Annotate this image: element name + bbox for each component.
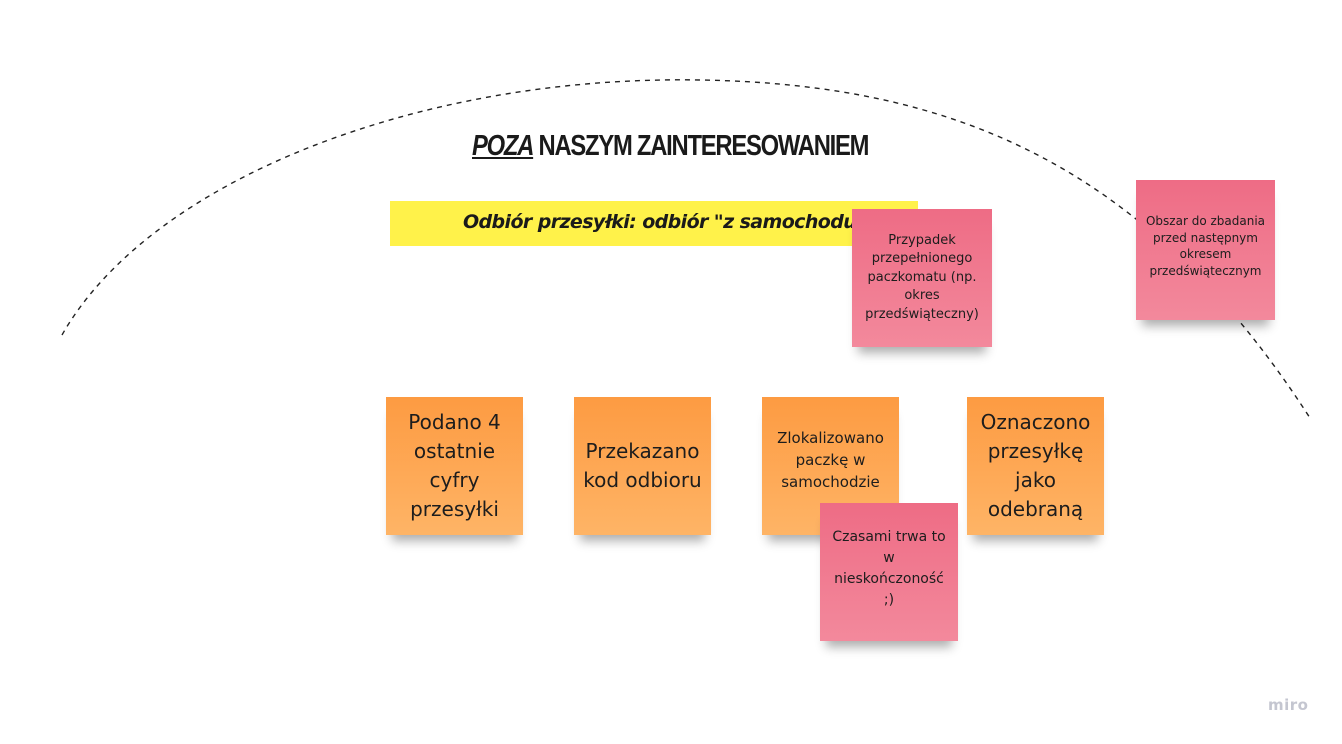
section-heading[interactable]: Poza naszym zainteresowaniem (472, 126, 869, 166)
sticky-note-text: Podano 4 ostatnie cyfry przesyłki (408, 410, 501, 521)
sticky-note-step-1[interactable]: Podano 4 ostatnie cyfry przesyłki (386, 397, 523, 535)
sticky-note-text: Czasami trwa to w nieskończoność ;) (832, 529, 946, 608)
sticky-note-takes-forever[interactable]: Czasami trwa to w nieskończoność ;) (820, 503, 958, 641)
heading-emphasis: Poza (472, 130, 534, 162)
process-banner[interactable]: Odbiór przesyłki: odbiór "z samochodu" (463, 211, 866, 233)
banner-background (390, 201, 918, 246)
sticky-note-research-area[interactable]: Obszar do zbadania przed następnym okres… (1136, 180, 1275, 320)
sticky-note-text: Obszar do zbadania przed następnym okres… (1145, 214, 1266, 278)
heading-rest: naszym zainteresowaniem (533, 130, 870, 162)
miro-logo: miro (1268, 696, 1309, 714)
sticky-note-text: Oznaczono przesyłkę jako odebraną (980, 410, 1091, 521)
sticky-note-text: Przekazano kod odbioru (583, 439, 702, 492)
sticky-note-step-4[interactable]: Oznaczono przesyłkę jako odebraną (967, 397, 1104, 535)
sticky-note-text: Zlokalizowano paczkę w samochodzie (777, 429, 884, 491)
sticky-note-step-2[interactable]: Przekazano kod odbioru (574, 397, 711, 535)
sticky-note-overflow-case[interactable]: Przypadek przepełnionego paczkomatu (np.… (852, 209, 992, 347)
sticky-note-text: Przypadek przepełnionego paczkomatu (np.… (865, 232, 979, 322)
